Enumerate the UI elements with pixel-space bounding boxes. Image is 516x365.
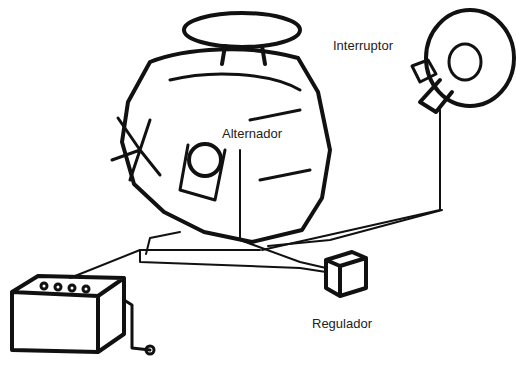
steering-column — [420, 80, 452, 112]
part-label: Interruptor — [333, 38, 393, 53]
air-cleaner — [184, 13, 300, 47]
alternator — [189, 144, 221, 176]
battery — [12, 276, 124, 352]
alternator-body — [180, 145, 225, 200]
steering-wheel — [426, 10, 514, 106]
engine-block — [122, 49, 330, 242]
part-label: Alternador — [222, 126, 282, 141]
fan — [112, 118, 160, 180]
air-cleaner-neck — [222, 46, 265, 64]
steering-hub — [449, 44, 481, 80]
battery-caps — [41, 283, 89, 292]
wiring — [70, 110, 442, 278]
ground-cable — [124, 300, 150, 350]
regulator — [326, 252, 366, 296]
ground-terminal — [146, 346, 154, 354]
ignition-switch — [412, 60, 436, 82]
part-label: Regulador — [312, 316, 372, 331]
